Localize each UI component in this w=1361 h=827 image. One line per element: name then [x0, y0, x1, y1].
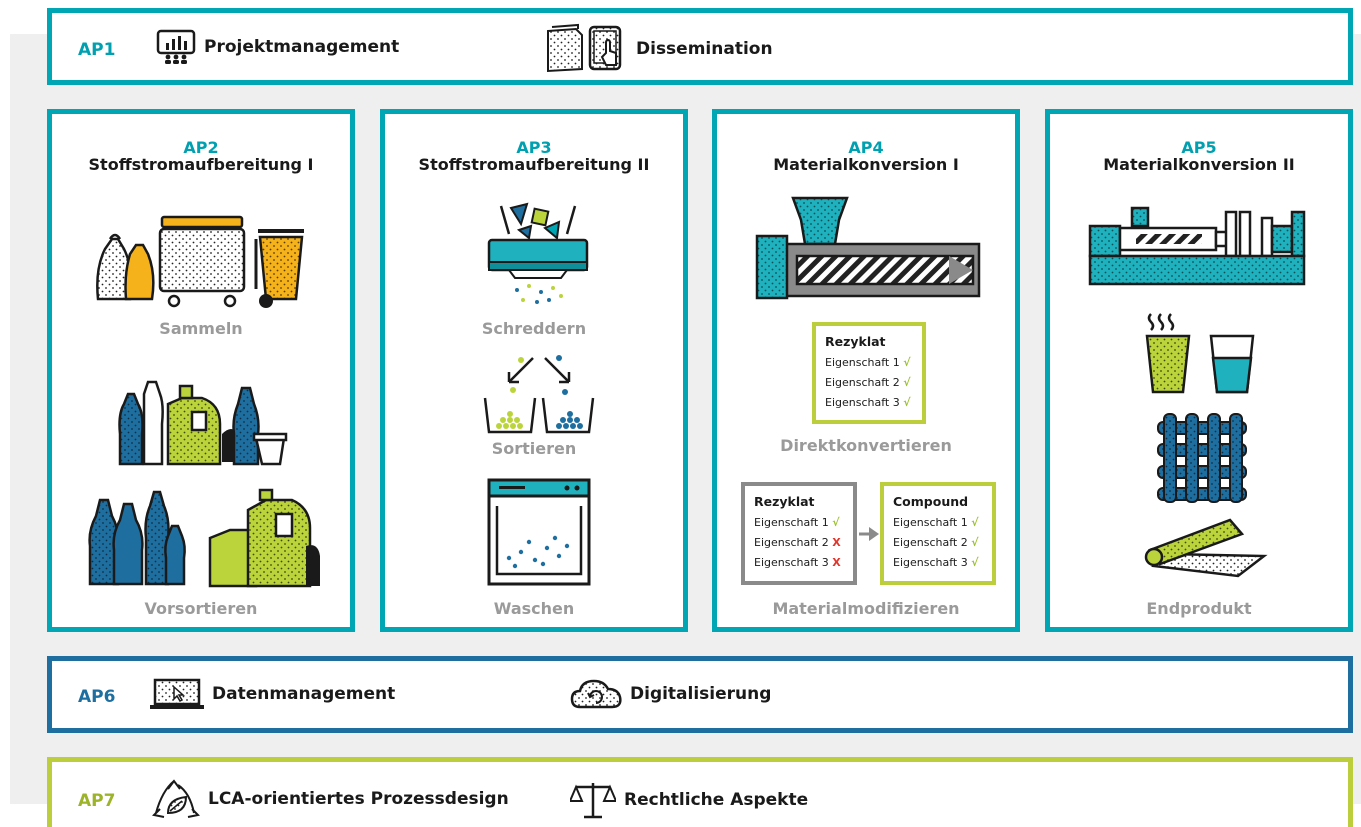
check-mark-icon: √: [832, 516, 840, 529]
propbox-title: Rezyklat: [825, 334, 886, 349]
ap6-item-label: Datenmanagement: [212, 684, 396, 704]
ap5-card: AP5 Materialkonversion II: [1045, 109, 1353, 632]
ap6-item-datenmanagement: Datenmanagement: [150, 677, 395, 711]
property-row: Eigenschaft 2 √: [893, 536, 979, 549]
check-mark-icon: √: [971, 516, 979, 529]
documents-tablet-icon: [547, 23, 622, 73]
ap1-band: AP1 Projektmanagement Dissemination: [47, 8, 1353, 85]
ap2-label: AP2: [183, 138, 219, 157]
ap6-item-label: Digitalisierung: [630, 684, 772, 704]
check-mark-icon: √: [971, 556, 979, 569]
sorting-illustration: [483, 355, 595, 434]
step-schreddern: Schreddern: [481, 319, 587, 338]
ap3-card: AP3 Stoffstromaufbereitung II Schreddern: [380, 109, 688, 632]
arrow-right-icon: [859, 527, 879, 541]
laptop-cursor-icon: [150, 678, 204, 709]
ap2-title: Stoffstromaufbereitung I: [88, 155, 314, 174]
recycle-leaf-icon: [152, 779, 200, 818]
shredder-illustration: [487, 202, 589, 304]
compound-box: Compound Eigenschaft 1 √ Eigenschaft 2 √…: [880, 482, 996, 585]
step-endprodukt: Endprodukt: [1146, 599, 1252, 618]
step-sortieren: Sortieren: [491, 439, 577, 458]
ap3-label: AP3: [516, 138, 552, 157]
property-row: Eigenschaft 2 X: [754, 536, 841, 549]
property-row: Eigenschaft 3 X: [754, 556, 841, 569]
rezyklat-box-direkt: Rezyklat Eigenschaft 1 √ Eigenschaft 2 √…: [812, 322, 926, 424]
step-direktkonvertieren: Direktkonvertieren: [780, 436, 952, 455]
cross-mark-icon: X: [832, 536, 841, 549]
ap3-title: Stoffstromaufbereitung II: [418, 155, 650, 174]
property-row: Eigenschaft 2 √: [825, 376, 911, 389]
property-row: Eigenschaft 1 √: [825, 356, 911, 369]
injection-molding-illustration: [1088, 206, 1306, 286]
ap4-label: AP4: [848, 138, 884, 157]
check-mark-icon: √: [903, 396, 911, 409]
ap7-band: AP7 LCA-orientiertes Prozessdesign Recht…: [47, 757, 1353, 827]
ap7-item-label: LCA-orientiertes Prozessdesign: [208, 789, 509, 809]
check-mark-icon: √: [903, 356, 911, 369]
ap6-item-digitalisierung: Digitalisierung: [570, 675, 771, 713]
rezyklat-box-modify: Rezyklat Eigenschaft 1 √ Eigenschaft 2 X…: [741, 482, 857, 585]
check-mark-icon: √: [971, 536, 979, 549]
ap5-title: Materialkonversion II: [1103, 155, 1295, 174]
washing-machine-illustration: [487, 478, 591, 586]
propbox-title: Compound: [893, 494, 969, 509]
step-vorsortieren: Vorsortieren: [144, 599, 258, 618]
waste-bins-illustration: [96, 215, 304, 308]
ap7-item-label: Rechtliche Aspekte: [624, 790, 809, 810]
ap5-label: AP5: [1181, 138, 1217, 157]
ap1-item-projektmanagement: Projektmanagement: [156, 29, 399, 65]
propbox-title: Rezyklat: [754, 494, 815, 509]
ap7-item-rechtlich: Rechtliche Aspekte: [570, 779, 808, 821]
ap1-item-label: Projektmanagement: [204, 37, 400, 57]
sorted-bottles-illustration: [88, 488, 320, 588]
ap1-label: AP1: [78, 40, 116, 60]
bottles-illustration: [118, 380, 288, 466]
scales-icon: [570, 783, 616, 819]
check-mark-icon: √: [903, 376, 911, 389]
ap7-item-lca: LCA-orientiertes Prozessdesign: [152, 779, 509, 819]
ap2-card: AP2 Stoffstromaufbereitung I Sammeln: [47, 109, 355, 632]
presentation-chart-icon: [156, 29, 196, 64]
cloud-sync-icon: [570, 679, 622, 709]
step-waschen: Waschen: [493, 599, 575, 618]
woven-fabric-illustration: [1157, 413, 1247, 503]
ap6-label: AP6: [78, 687, 116, 707]
ap1-item-label: Dissemination: [636, 39, 773, 59]
extruder-illustration: [755, 196, 981, 300]
cups-illustration: [1145, 313, 1255, 394]
property-row: Eigenschaft 3 √: [893, 556, 979, 569]
cross-mark-icon: X: [832, 556, 841, 569]
ap4-card: AP4 Materialkonversion I Rezyklat Eigens…: [712, 109, 1020, 632]
film-roll-illustration: [1144, 518, 1268, 578]
ap1-item-dissemination: Dissemination: [542, 23, 773, 75]
property-row: Eigenschaft 1 √: [754, 516, 840, 529]
ap6-band: AP6 Datenmanagement Digitalisierung: [47, 656, 1353, 733]
step-materialmodifizieren: Materialmodifizieren: [772, 599, 960, 618]
property-row: Eigenschaft 3 √: [825, 396, 911, 409]
step-sammeln: Sammeln: [159, 319, 243, 338]
ap7-label: AP7: [78, 791, 116, 811]
property-row: Eigenschaft 1 √: [893, 516, 979, 529]
ap4-title: Materialkonversion I: [773, 155, 959, 174]
